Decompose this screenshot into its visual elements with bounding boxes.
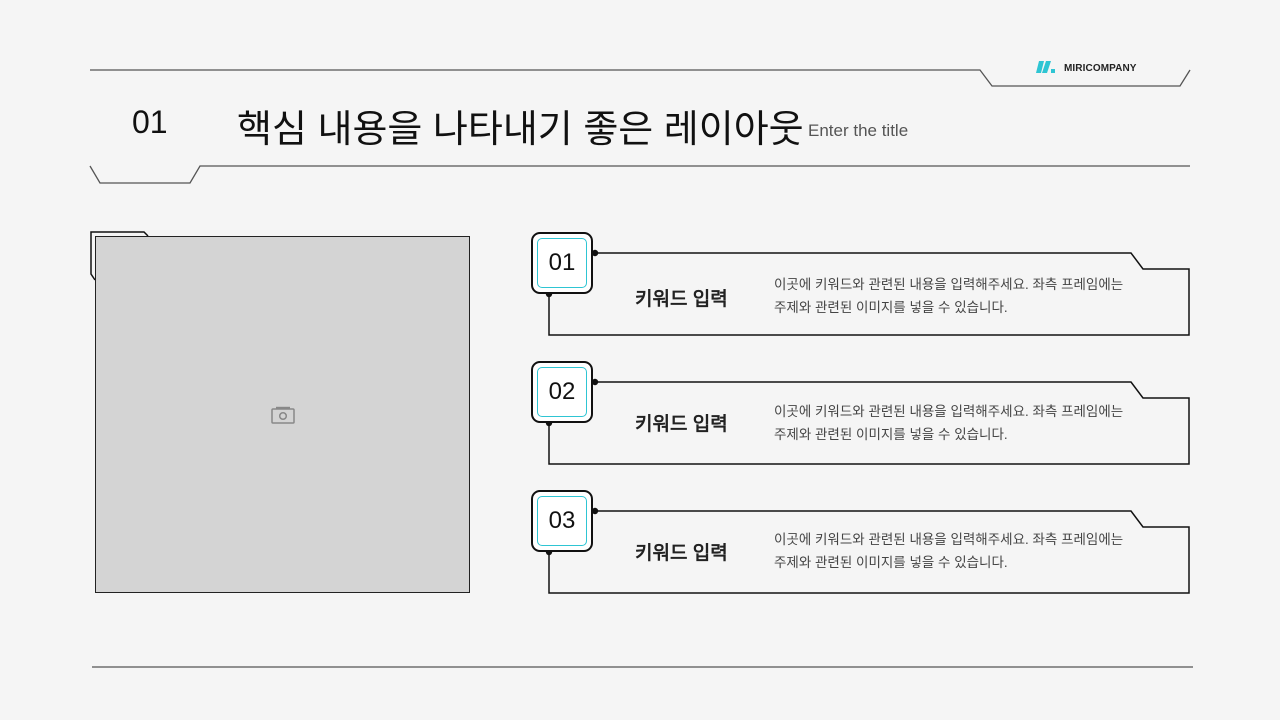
item-description: 이곳에 키워드와 관련된 내용을 입력해주세요. 좌측 프레임에는 주제와 관련…: [774, 532, 1124, 570]
item-description: 이곳에 키워드와 관련된 내용을 입력해주세요. 좌측 프레임에는 주제와 관련…: [774, 404, 1124, 442]
page-subtitle: Enter the title: [808, 121, 909, 140]
company-logo: MIRICOMPANY: [1036, 61, 1137, 75]
item-number: 03: [537, 496, 587, 546]
item-number: 02: [537, 367, 587, 417]
section-number: 01: [132, 104, 168, 140]
item-keyword: 키워드 입력: [635, 543, 728, 564]
logo-text: MIRICOMPANY: [1064, 62, 1137, 74]
item-description: 이곳에 키워드와 관련된 내용을 입력해주세요. 좌측 프레임에는 주제와 관련…: [774, 277, 1124, 315]
item-keyword: 키워드 입력: [635, 289, 728, 310]
item-number-badge: 03: [531, 490, 593, 552]
item-number-badge: 02: [531, 361, 593, 423]
item-number: 01: [537, 238, 587, 288]
item-number-badge: 01: [531, 232, 593, 294]
image-placeholder-frame[interactable]: [95, 236, 470, 593]
item-keyword: 키워드 입력: [635, 414, 728, 435]
camera-icon: [270, 406, 295, 424]
page-title: 핵심 내용을 나타내기 좋은 레이아웃: [237, 109, 804, 151]
logo-icon: [1036, 61, 1055, 73]
